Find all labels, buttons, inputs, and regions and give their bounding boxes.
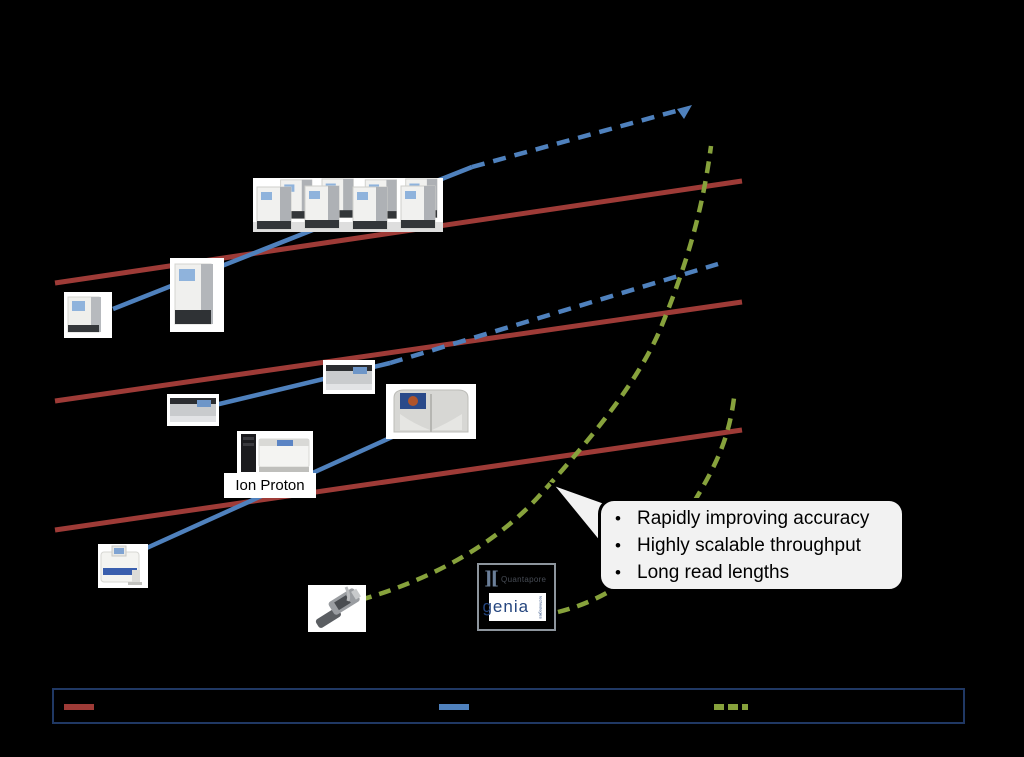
bullet-icon: • — [615, 562, 621, 582]
ion-proton-photo — [237, 431, 313, 474]
right-market-label-high-l2: at the high end of the — [777, 165, 937, 184]
right-market-label-high: Performance demanded at the high end of … — [777, 143, 959, 206]
quantapore-logo: ][ Quantapore — [484, 568, 547, 589]
right-market-label-low: Performance demanded at the low end of t… — [768, 396, 950, 459]
callout-bullet-readlength-text: Long read lengths — [637, 561, 790, 583]
right-market-label-high-l1: Performance demanded — [777, 144, 960, 163]
ga-label: GAIIx — [66, 336, 99, 351]
hiseqx-cluster-photo — [253, 178, 443, 232]
quantapore-wordmark: Quantapore — [501, 574, 547, 584]
legend-label-sustaining: Sustaining technologies — [480, 699, 628, 715]
right-market-label-low-l3: market — [768, 439, 820, 458]
bullet-icon: • — [615, 508, 621, 528]
legend-label-market: Market performance demand — [100, 699, 280, 715]
hiseq-label: HiSeq 2000 — [152, 336, 220, 351]
callout-bullet-throughput: • Highly scalable throughput — [615, 532, 892, 559]
legend-swatch-sustaining — [439, 704, 469, 710]
semiconductor-sequencing-line-dashed — [389, 261, 719, 366]
quantapore-icon: ][ — [484, 568, 499, 589]
x-axis-label: Time — [455, 650, 488, 667]
right-market-label-mainstream: Performance demanded by the mainstream m… — [772, 270, 954, 333]
hiseq-sequencer-photo — [170, 258, 224, 332]
optical-line-arrowhead — [677, 105, 692, 119]
minion-photo — [308, 585, 366, 632]
legend-swatch-disruptive — [714, 704, 748, 710]
hiseqx-label: HiSeq X Ten — [395, 155, 468, 170]
genia-wordmark: genia — [482, 597, 530, 616]
right-market-label-low-l2: at the low end of the — [768, 418, 922, 437]
optical-sequencing-line-dashed — [471, 108, 677, 170]
right-market-label-mainstream-l1: Performance demanded — [772, 271, 955, 290]
ga-sequencer-photo — [64, 292, 112, 338]
right-market-label-mainstream-l3: market — [772, 313, 824, 332]
right-market-label-low-l1: Performance demanded — [768, 397, 951, 416]
y-axis-label: Performance — [14, 254, 31, 340]
callout-bullet-readlength: • Long read lengths — [615, 559, 892, 586]
callout-bullet-accuracy-text: Rapidly improving accuracy — [637, 507, 870, 529]
slide-title-line2: entering the DNA sequencing market — [40, 56, 465, 86]
sanger-label-line2: (Sanger) — [128, 607, 179, 622]
callout-bullet-throughput-text: Highly scalable throughput — [637, 534, 861, 556]
sanger-label-line1: ABI 3730xl — [125, 592, 188, 607]
callout-bullet-accuracy: • Rapidly improving accuracy — [615, 505, 892, 532]
sanger-3730-photo — [98, 544, 148, 588]
right-market-label-high-l3: market — [777, 186, 829, 205]
ion-proton-large-photo — [386, 384, 476, 439]
nanopore-logos-box: ][ Quantapore genia technologies — [477, 563, 556, 631]
legend-label-disruptive: Disruptive technology — [758, 699, 892, 715]
slide-title-line1: Nanopore sequencing is a classic disrupt… — [40, 14, 690, 44]
legend-box: Market performance demand Sustaining tec… — [52, 688, 965, 724]
genia-sub-wordmark: technologies — [538, 595, 544, 619]
ion-pgm-photo-1 — [167, 394, 219, 426]
right-market-label-mainstream-l2: by the mainstream — [772, 292, 912, 311]
ion-pgm-photo-2 — [323, 360, 375, 394]
genia-logo: genia technologies — [482, 593, 546, 621]
pgm1-label: Ion PGM — [178, 441, 230, 456]
ion-proton-label: Ion Proton — [224, 473, 316, 498]
callout-box: • Rapidly improving accuracy • Highly sc… — [598, 498, 905, 592]
legend-swatch-market — [64, 704, 94, 710]
pgm2-label: Ion PGM — [307, 399, 359, 414]
bullet-icon: • — [615, 535, 621, 555]
